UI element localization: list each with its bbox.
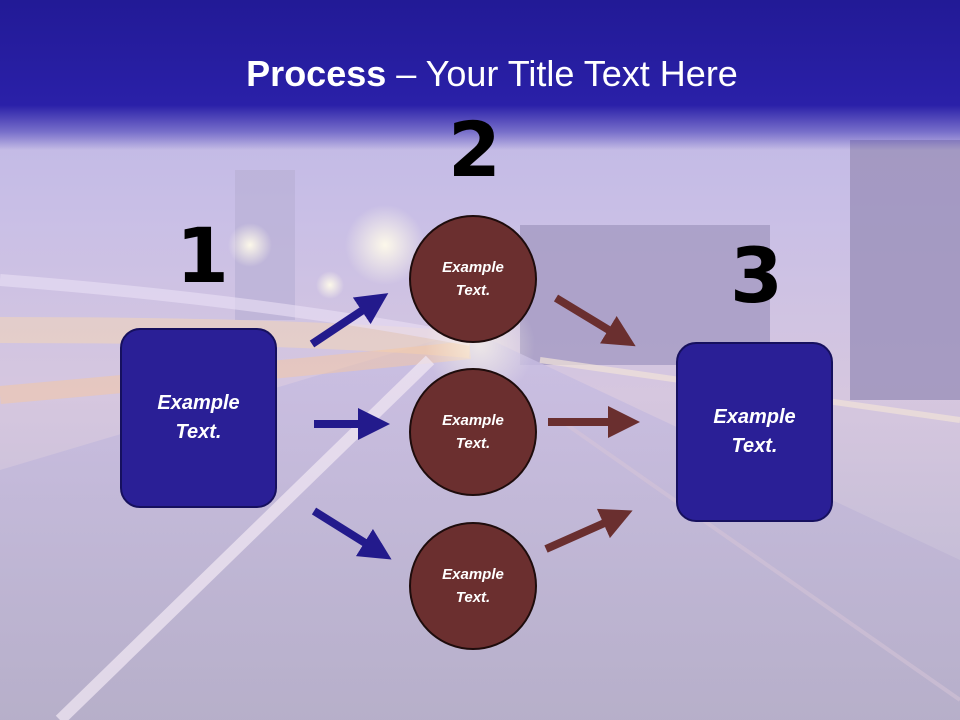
- step-number-3: 3: [730, 231, 783, 320]
- step-number-2: 2: [448, 105, 501, 194]
- left-box[interactable]: Example Text.: [120, 328, 277, 508]
- circle-bottom-line-1: Example: [442, 566, 504, 583]
- circle-top[interactable]: Example Text.: [409, 215, 537, 343]
- title-bold: Process: [246, 53, 387, 94]
- circle-middle[interactable]: Example Text.: [409, 368, 537, 496]
- slide-title: Process – Your Title Text Here: [0, 52, 960, 96]
- left-box-line-2: Text.: [175, 421, 222, 443]
- right-box-line-1: Example: [713, 406, 796, 428]
- right-box-line-2: Text.: [731, 435, 778, 457]
- step-number-1: 1: [176, 211, 229, 300]
- circle-top-line-2: Text.: [455, 282, 491, 299]
- right-box[interactable]: Example Text.: [676, 342, 833, 522]
- title-rest: – Your Title Text Here: [386, 53, 738, 94]
- circle-top-line-1: Example: [442, 259, 504, 276]
- circle-middle-line-1: Example: [442, 412, 504, 429]
- circle-bottom-line-2: Text.: [455, 589, 491, 606]
- title-bar: [0, 0, 960, 150]
- circle-middle-line-2: Text.: [455, 435, 491, 452]
- circle-bottom[interactable]: Example Text.: [409, 522, 537, 650]
- left-box-line-1: Example: [157, 392, 240, 414]
